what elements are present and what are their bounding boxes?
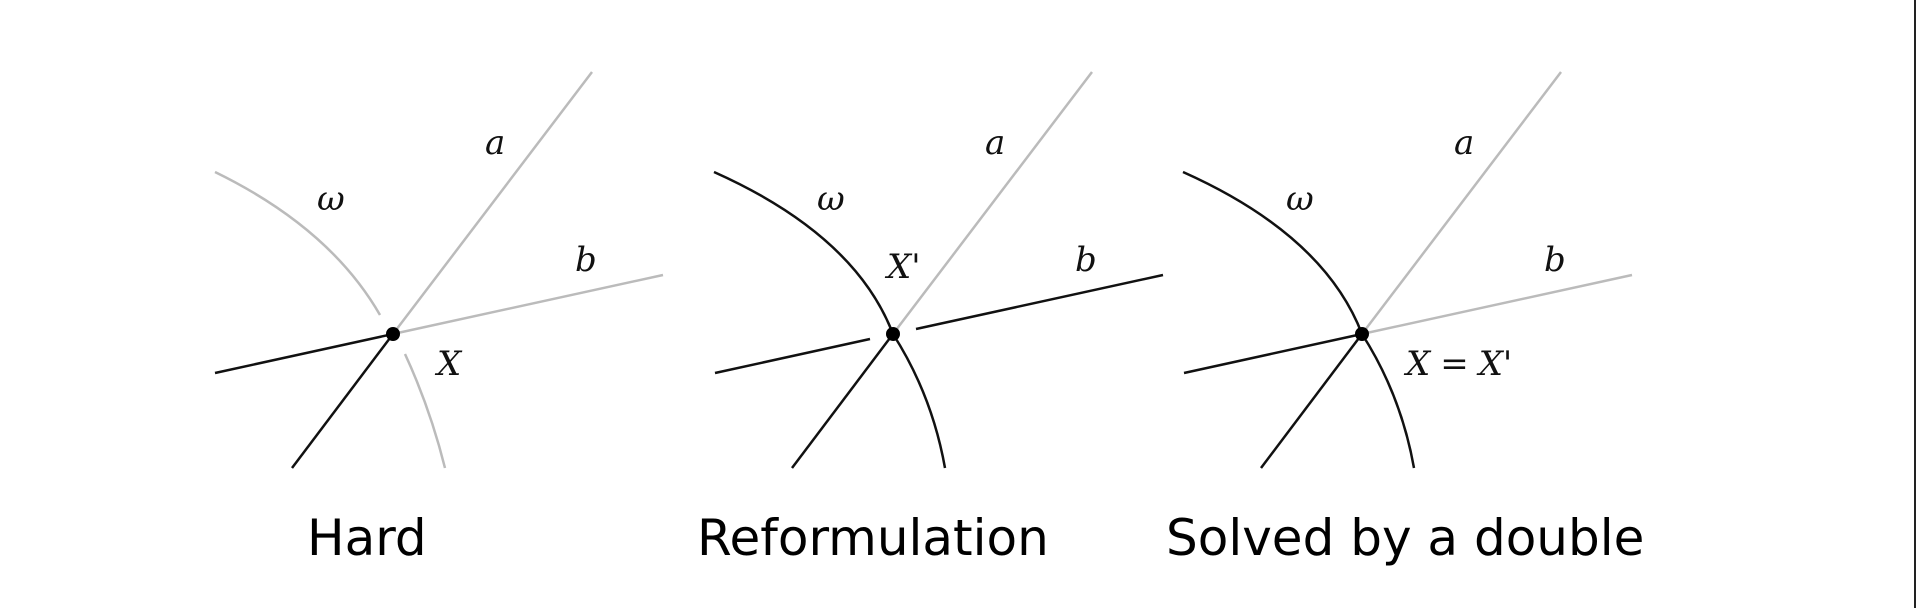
label-point-equality: X = X' <box>1403 344 1512 384</box>
label-point-x: X <box>1403 344 1432 384</box>
line-a-upper <box>1361 71 1562 335</box>
panel-hard: ω a b X Hard <box>214 71 664 567</box>
caption-hard: Hard <box>307 509 427 567</box>
panel-reformulation: ω a b X' Reformulation <box>697 71 1164 567</box>
line-b-left <box>714 337 871 375</box>
intersection-point <box>1355 327 1369 341</box>
line-a-lower <box>1260 333 1363 469</box>
caption-solved-by-a-double: Solved by a double <box>1166 509 1644 567</box>
label-omega: ω <box>317 179 345 219</box>
label-point-x-prime: X' <box>884 247 921 287</box>
circle-omega-lower-arc <box>403 353 447 469</box>
label-b: b <box>1075 240 1097 280</box>
label-a: a <box>1454 123 1474 163</box>
label-omega: ω <box>1286 179 1314 219</box>
label-point-x: X <box>434 344 463 384</box>
label-a: a <box>985 123 1005 163</box>
line-b-right <box>392 273 664 336</box>
line-a-lower <box>291 333 394 469</box>
right-border-line <box>1914 0 1916 608</box>
line-b-left <box>1183 332 1363 375</box>
panel-solved-by-a-double: ω a b X = X' Solved by a double <box>1166 71 1644 567</box>
line-a-upper <box>892 71 1093 335</box>
intersection-point <box>886 327 900 341</box>
label-b: b <box>575 240 597 280</box>
label-point-x-prime: X' <box>1476 344 1513 384</box>
label-equals-sign: = <box>1440 344 1469 384</box>
line-a-upper <box>392 71 593 335</box>
caption-reformulation: Reformulation <box>697 509 1049 567</box>
intersection-point <box>386 327 400 341</box>
line-b-right <box>915 273 1164 331</box>
label-b: b <box>1544 240 1566 280</box>
line-a-lower <box>791 333 894 469</box>
line-b-right <box>1361 273 1633 336</box>
circle-omega-upper-arc <box>214 170 382 316</box>
line-b-left <box>214 332 394 375</box>
label-omega: ω <box>817 179 845 219</box>
label-a: a <box>485 123 505 163</box>
